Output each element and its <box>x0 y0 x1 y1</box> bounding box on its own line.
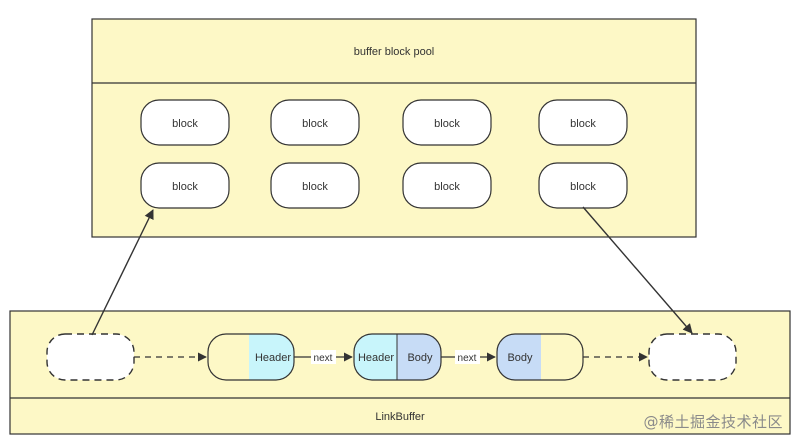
pool-block: block <box>140 162 230 209</box>
pool-block: block <box>270 99 360 146</box>
header-label: Header <box>255 352 291 364</box>
new-node-placeholder <box>648 333 737 381</box>
pool-block: block <box>270 162 360 209</box>
link-node-2: Header Body <box>353 333 442 381</box>
pool-block: block <box>538 99 628 146</box>
block-label: block <box>434 118 460 130</box>
block-label: block <box>434 181 460 193</box>
block-label: block <box>172 181 198 193</box>
next-label: next <box>314 353 333 364</box>
block-label: block <box>302 181 328 193</box>
block-label: block <box>172 118 198 130</box>
header-segment <box>354 334 397 380</box>
link-node-1: Header <box>207 333 295 381</box>
body-segment <box>497 334 541 380</box>
pool-block: block <box>402 162 492 209</box>
pool-block: block <box>140 99 230 146</box>
header-segment <box>249 334 294 380</box>
block-label: block <box>302 118 328 130</box>
pool-block: block <box>538 162 628 209</box>
header-label: Header <box>358 352 394 364</box>
link-node-3: Body <box>496 333 584 381</box>
watermark: @稀土掘金技术社区 <box>643 413 783 431</box>
body-label: Body <box>507 352 533 364</box>
block-label: block <box>570 118 596 130</box>
next-label-bg <box>311 350 336 364</box>
body-label: Body <box>407 352 433 364</box>
released-node-placeholder <box>46 333 135 381</box>
buffer-block-pool: buffer block pool block block block bloc… <box>91 18 697 238</box>
link-buffer: LinkBuffer Header Header Body Body <box>9 310 791 435</box>
body-segment <box>397 334 441 380</box>
block-label: block <box>570 181 596 193</box>
release-to-pool-arrow <box>91 209 154 336</box>
next-label-bg <box>455 350 480 364</box>
allocate-from-pool-arrow <box>582 206 693 334</box>
next-label: next <box>458 353 477 364</box>
pool-block: block <box>402 99 492 146</box>
link-buffer-title: LinkBuffer <box>375 411 425 423</box>
pool-title: buffer block pool <box>354 46 435 58</box>
